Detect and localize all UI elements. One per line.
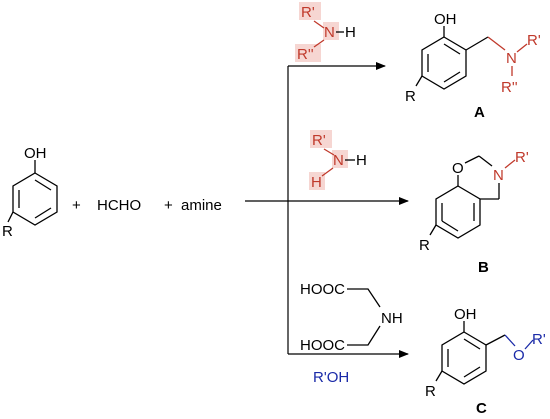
phenol-oh-label: OH (24, 145, 47, 162)
product-a-r1: R' (527, 32, 541, 49)
phenol-structure: OH R (2, 145, 58, 240)
product-c-r1: R' (532, 331, 546, 348)
reagent-a-r2: R'' (297, 46, 314, 63)
amine-label: amine (181, 197, 222, 214)
reagent-a-n: N (324, 24, 335, 41)
product-a-label: A (474, 104, 485, 121)
reagent-a-r1: R' (301, 4, 315, 21)
reagent-b-r1: R' (312, 132, 326, 149)
iminodiacetic-acid-reagent: HOOC NH HOOC R'OH (300, 281, 403, 386)
product-a-structure: OH N R' R'' R A (405, 11, 541, 121)
product-a-r: R (405, 88, 416, 105)
reagent-a-h: H (345, 24, 356, 41)
primary-amine-reagent: R' N H H (309, 130, 367, 191)
plus-sign-2: + (164, 197, 173, 214)
product-a-oh: OH (434, 11, 457, 28)
product-c-oh: OH (454, 306, 477, 323)
reagent-c-cooh2: HOOC (300, 337, 345, 354)
reagent-c-alcohol: R'OH (313, 369, 349, 386)
reagent-b-n: N (333, 152, 344, 169)
product-c-o: O (513, 347, 525, 364)
reagent-c-cooh1: HOOC (300, 281, 345, 298)
product-c-structure: OH O R' R C (425, 306, 546, 417)
product-b-o: O (452, 160, 464, 177)
phenol-r-label: R (2, 223, 13, 240)
product-c-r: R (425, 383, 436, 400)
product-b-label: B (478, 259, 489, 276)
plus-sign-1: + (72, 197, 81, 214)
product-a-n: N (506, 50, 517, 67)
product-b-n: N (493, 167, 504, 184)
secondary-amine-reagent: R' N H R'' (295, 2, 356, 63)
product-b-r: R (419, 237, 430, 254)
reaction-arrows (245, 62, 409, 358)
product-b-structure: O N R' R B (419, 149, 529, 276)
product-b-r1: R' (515, 149, 529, 166)
reagent-c-nh: NH (381, 310, 403, 327)
product-c-label: C (476, 400, 487, 417)
product-a-r2: R'' (501, 79, 518, 96)
phenol-ring (12, 172, 58, 226)
reagent-b-h-bottom: H (311, 174, 322, 191)
reagent-b-h-right: H (356, 152, 367, 169)
hcho-label: HCHO (97, 197, 141, 214)
